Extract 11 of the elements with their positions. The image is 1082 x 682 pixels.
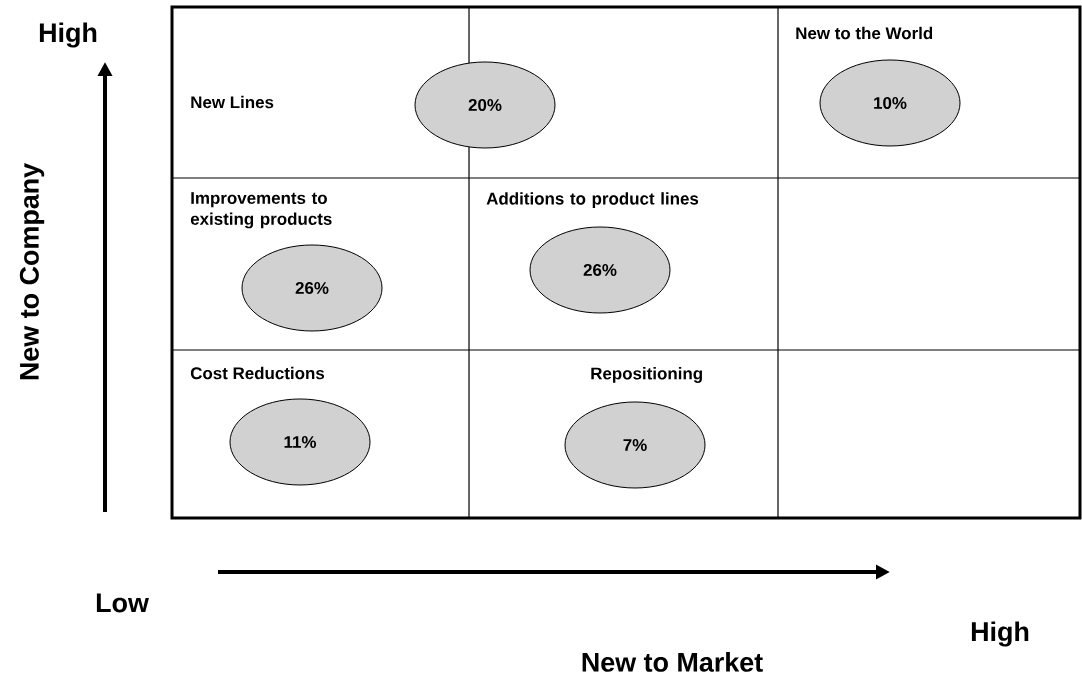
category-label: Additions to product lines <box>486 192 699 208</box>
axis-label: High <box>971 621 1029 647</box>
category-label: Cost Reductions <box>190 366 325 380</box>
axis-label: Low <box>96 593 149 613</box>
axis-label: New to Company <box>19 163 45 380</box>
category-label: New Lines <box>191 95 274 109</box>
category-label: Repositioning <box>591 367 702 383</box>
category-label: Improvements to existing products <box>190 192 332 229</box>
category-label: New to the World <box>796 26 933 40</box>
axis-label: New to Market <box>582 652 763 672</box>
axis-label: High <box>39 22 97 48</box>
